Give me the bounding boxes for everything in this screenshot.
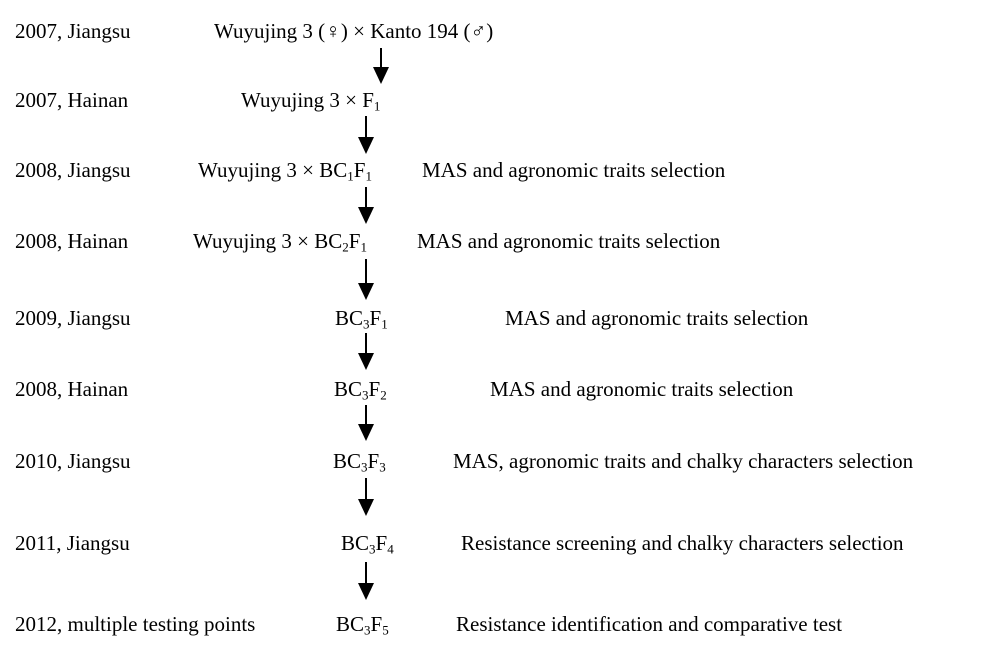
arrow-1 xyxy=(373,48,389,84)
selection-note: MAS and agronomic traits selection xyxy=(417,229,721,253)
cross-text: Wuyujing 3 (♀) × Kanto 194 (♂) xyxy=(214,19,494,43)
generation-text: BC xyxy=(333,449,362,473)
generation-text: BC xyxy=(334,377,363,401)
subscript: 5 xyxy=(382,622,389,638)
subscript: 3 xyxy=(361,459,368,475)
cross-label: Wuyujing 3 × BC2F1 xyxy=(193,229,367,255)
place-time-label: 2007, Jiangsu xyxy=(15,19,131,43)
arrow-5 xyxy=(358,333,374,370)
subscript: 2 xyxy=(342,239,349,255)
subscript: 1 xyxy=(365,168,372,184)
subscript: 3 xyxy=(363,316,370,332)
cross-text: F xyxy=(353,158,366,182)
generation-text: BC xyxy=(341,531,370,555)
arrow-7 xyxy=(358,478,374,516)
place-time-label: 2010, Jiangsu xyxy=(15,449,131,473)
subscript: 4 xyxy=(387,541,394,557)
subscript: 3 xyxy=(379,459,386,475)
generation-label: BC3F3 xyxy=(333,449,386,475)
selection-note: MAS and agronomic traits selection xyxy=(490,377,794,401)
selection-note: MAS, agronomic traits and chalky charact… xyxy=(453,449,914,473)
arrow-2 xyxy=(358,116,374,154)
place-time-label: 2008, Jiangsu xyxy=(15,158,131,182)
generation-text: BC xyxy=(335,306,364,330)
place-time-label: 2008, Hainan xyxy=(15,377,129,401)
subscript: 2 xyxy=(380,387,387,403)
selection-note: Resistance screening and chalky characte… xyxy=(461,531,904,555)
generation-label: BC3F4 xyxy=(341,531,394,557)
generation-text: F xyxy=(368,377,381,401)
place-time-label: 2011, Jiangsu xyxy=(15,531,130,555)
place-time-label: 2007, Hainan xyxy=(15,88,129,112)
subscript: 1 xyxy=(360,239,367,255)
generation-text: F xyxy=(370,612,383,636)
subscript: 1 xyxy=(347,168,354,184)
generation-label: BC3F1 xyxy=(335,306,388,332)
arrow-6 xyxy=(358,405,374,441)
generation-label: BC3F2 xyxy=(334,377,387,403)
selection-note: MAS and agronomic traits selection xyxy=(505,306,809,330)
place-time-label: 2012, multiple testing points xyxy=(15,612,256,636)
generation-text: F xyxy=(375,531,388,555)
generation-label: BC3F5 xyxy=(336,612,389,638)
cross-label: Wuyujing 3 × F1 xyxy=(241,88,381,114)
subscript: 3 xyxy=(364,622,371,638)
selection-note: Resistance identification and comparativ… xyxy=(456,612,843,636)
subscript: 1 xyxy=(373,98,381,114)
cross-text: F xyxy=(348,229,361,253)
arrow-4 xyxy=(358,259,374,300)
cross-label: Wuyujing 3 (♀) × Kanto 194 (♂) xyxy=(214,21,493,42)
selection-note: MAS and agronomic traits selection xyxy=(422,158,726,182)
cross-label: Wuyujing 3 × BC1F1 xyxy=(198,158,372,184)
generation-text: F xyxy=(367,449,380,473)
cross-text: Wuyujing 3 × BC xyxy=(193,229,343,253)
subscript: 1 xyxy=(381,316,388,332)
cross-text: Wuyujing 3 × BC xyxy=(198,158,348,182)
cross-text: Wuyujing 3 × F xyxy=(241,88,374,112)
arrow-8 xyxy=(358,562,374,600)
generation-text: BC xyxy=(336,612,365,636)
place-time-label: 2008, Hainan xyxy=(15,229,129,253)
generation-text: F xyxy=(369,306,382,330)
subscript: 3 xyxy=(369,541,376,557)
arrow-3 xyxy=(358,187,374,224)
place-time-label: 2009, Jiangsu xyxy=(15,306,131,330)
subscript: 3 xyxy=(362,387,369,403)
